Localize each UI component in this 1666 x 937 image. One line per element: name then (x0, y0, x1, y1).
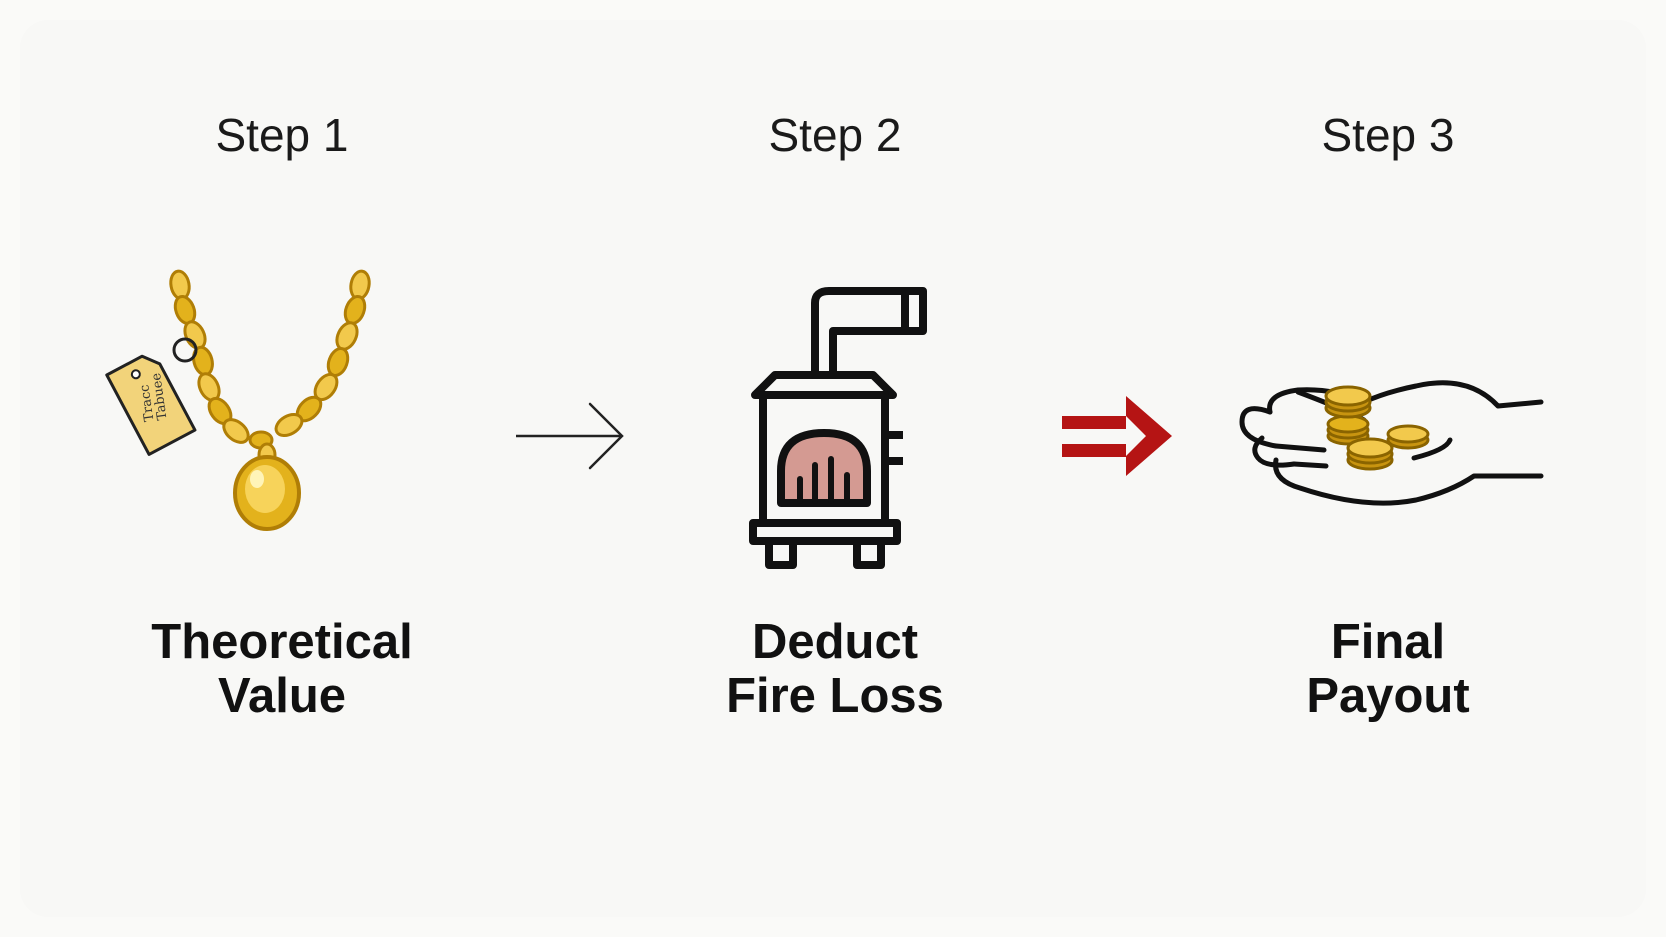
gold-necklace-with-tag-icon: Tracc Tabuee (105, 269, 371, 531)
step-2-caption-line1: Deduct (751, 615, 919, 669)
step-2-caption: Deduct Fire Loss (625, 615, 1045, 723)
step-3-title: Step 3 (1321, 109, 1455, 161)
tag-text-line2: Tabuee (149, 372, 171, 421)
step-1-caption: Theoretical Value (72, 615, 492, 723)
step-3-caption: Final Payout (1178, 615, 1598, 723)
step-2-caption-line2: Fire Loss (726, 669, 944, 723)
step-3-caption-line2: Payout (1306, 669, 1470, 723)
double-arrow-icon (1062, 396, 1172, 476)
step-1-caption-line2: Value (217, 669, 347, 723)
hand-with-coins-icon (1239, 380, 1544, 506)
step-1-title: Step 1 (215, 109, 349, 161)
furnace-icon (749, 287, 927, 569)
step-1-caption-line1: Theoretical (151, 615, 413, 669)
step-3-caption-line1: Final (1330, 615, 1446, 669)
step-2-title: Step 2 (768, 109, 902, 161)
thin-arrow-icon (516, 402, 624, 470)
tag-text-line1: Tracc (137, 384, 157, 423)
